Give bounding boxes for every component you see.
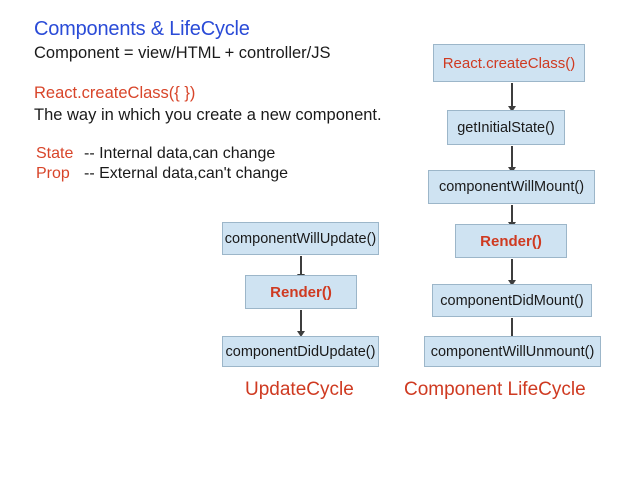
state-keyword: State <box>36 145 74 162</box>
lifecycle-step-componentdidmount[interactable]: componentDidMount() <box>432 284 592 317</box>
lifecycle-step-componentwillmount[interactable]: componentWillMount() <box>428 170 595 204</box>
update-step-render[interactable]: Render() <box>245 275 357 309</box>
lifecycle-step-render[interactable]: Render() <box>455 224 567 258</box>
prop-line: Prop -- External data,can't change <box>36 165 288 183</box>
state-description: -- Internal data,can change <box>84 145 276 162</box>
lifecycle-flow-caption: Component LifeCycle <box>404 379 586 400</box>
state-line: State -- Internal data,can change <box>36 145 275 163</box>
create-class-signature: React.createClass({ }) <box>34 84 196 102</box>
lifecycle-step-componentwillunmount[interactable]: componentWillUnmount() <box>424 336 601 367</box>
component-definition-line: Component = view/HTML + controller/JS <box>34 44 331 62</box>
lifecycle-step-getinitialstate[interactable]: getInitialState() <box>447 110 565 145</box>
update-step-componentwillupdate[interactable]: componentWillUpdate() <box>222 222 379 255</box>
prop-keyword: Prop <box>36 165 70 182</box>
create-class-description: The way in which you create a new compon… <box>34 106 382 124</box>
lifecycle-step-react-createclass[interactable]: React.createClass() <box>433 44 585 82</box>
page-title: Components & LifeCycle <box>34 18 250 40</box>
update-flow-caption: UpdateCycle <box>245 379 354 400</box>
prop-description: -- External data,can't change <box>84 165 289 182</box>
update-step-componentdidupdate[interactable]: componentDidUpdate() <box>222 336 379 367</box>
